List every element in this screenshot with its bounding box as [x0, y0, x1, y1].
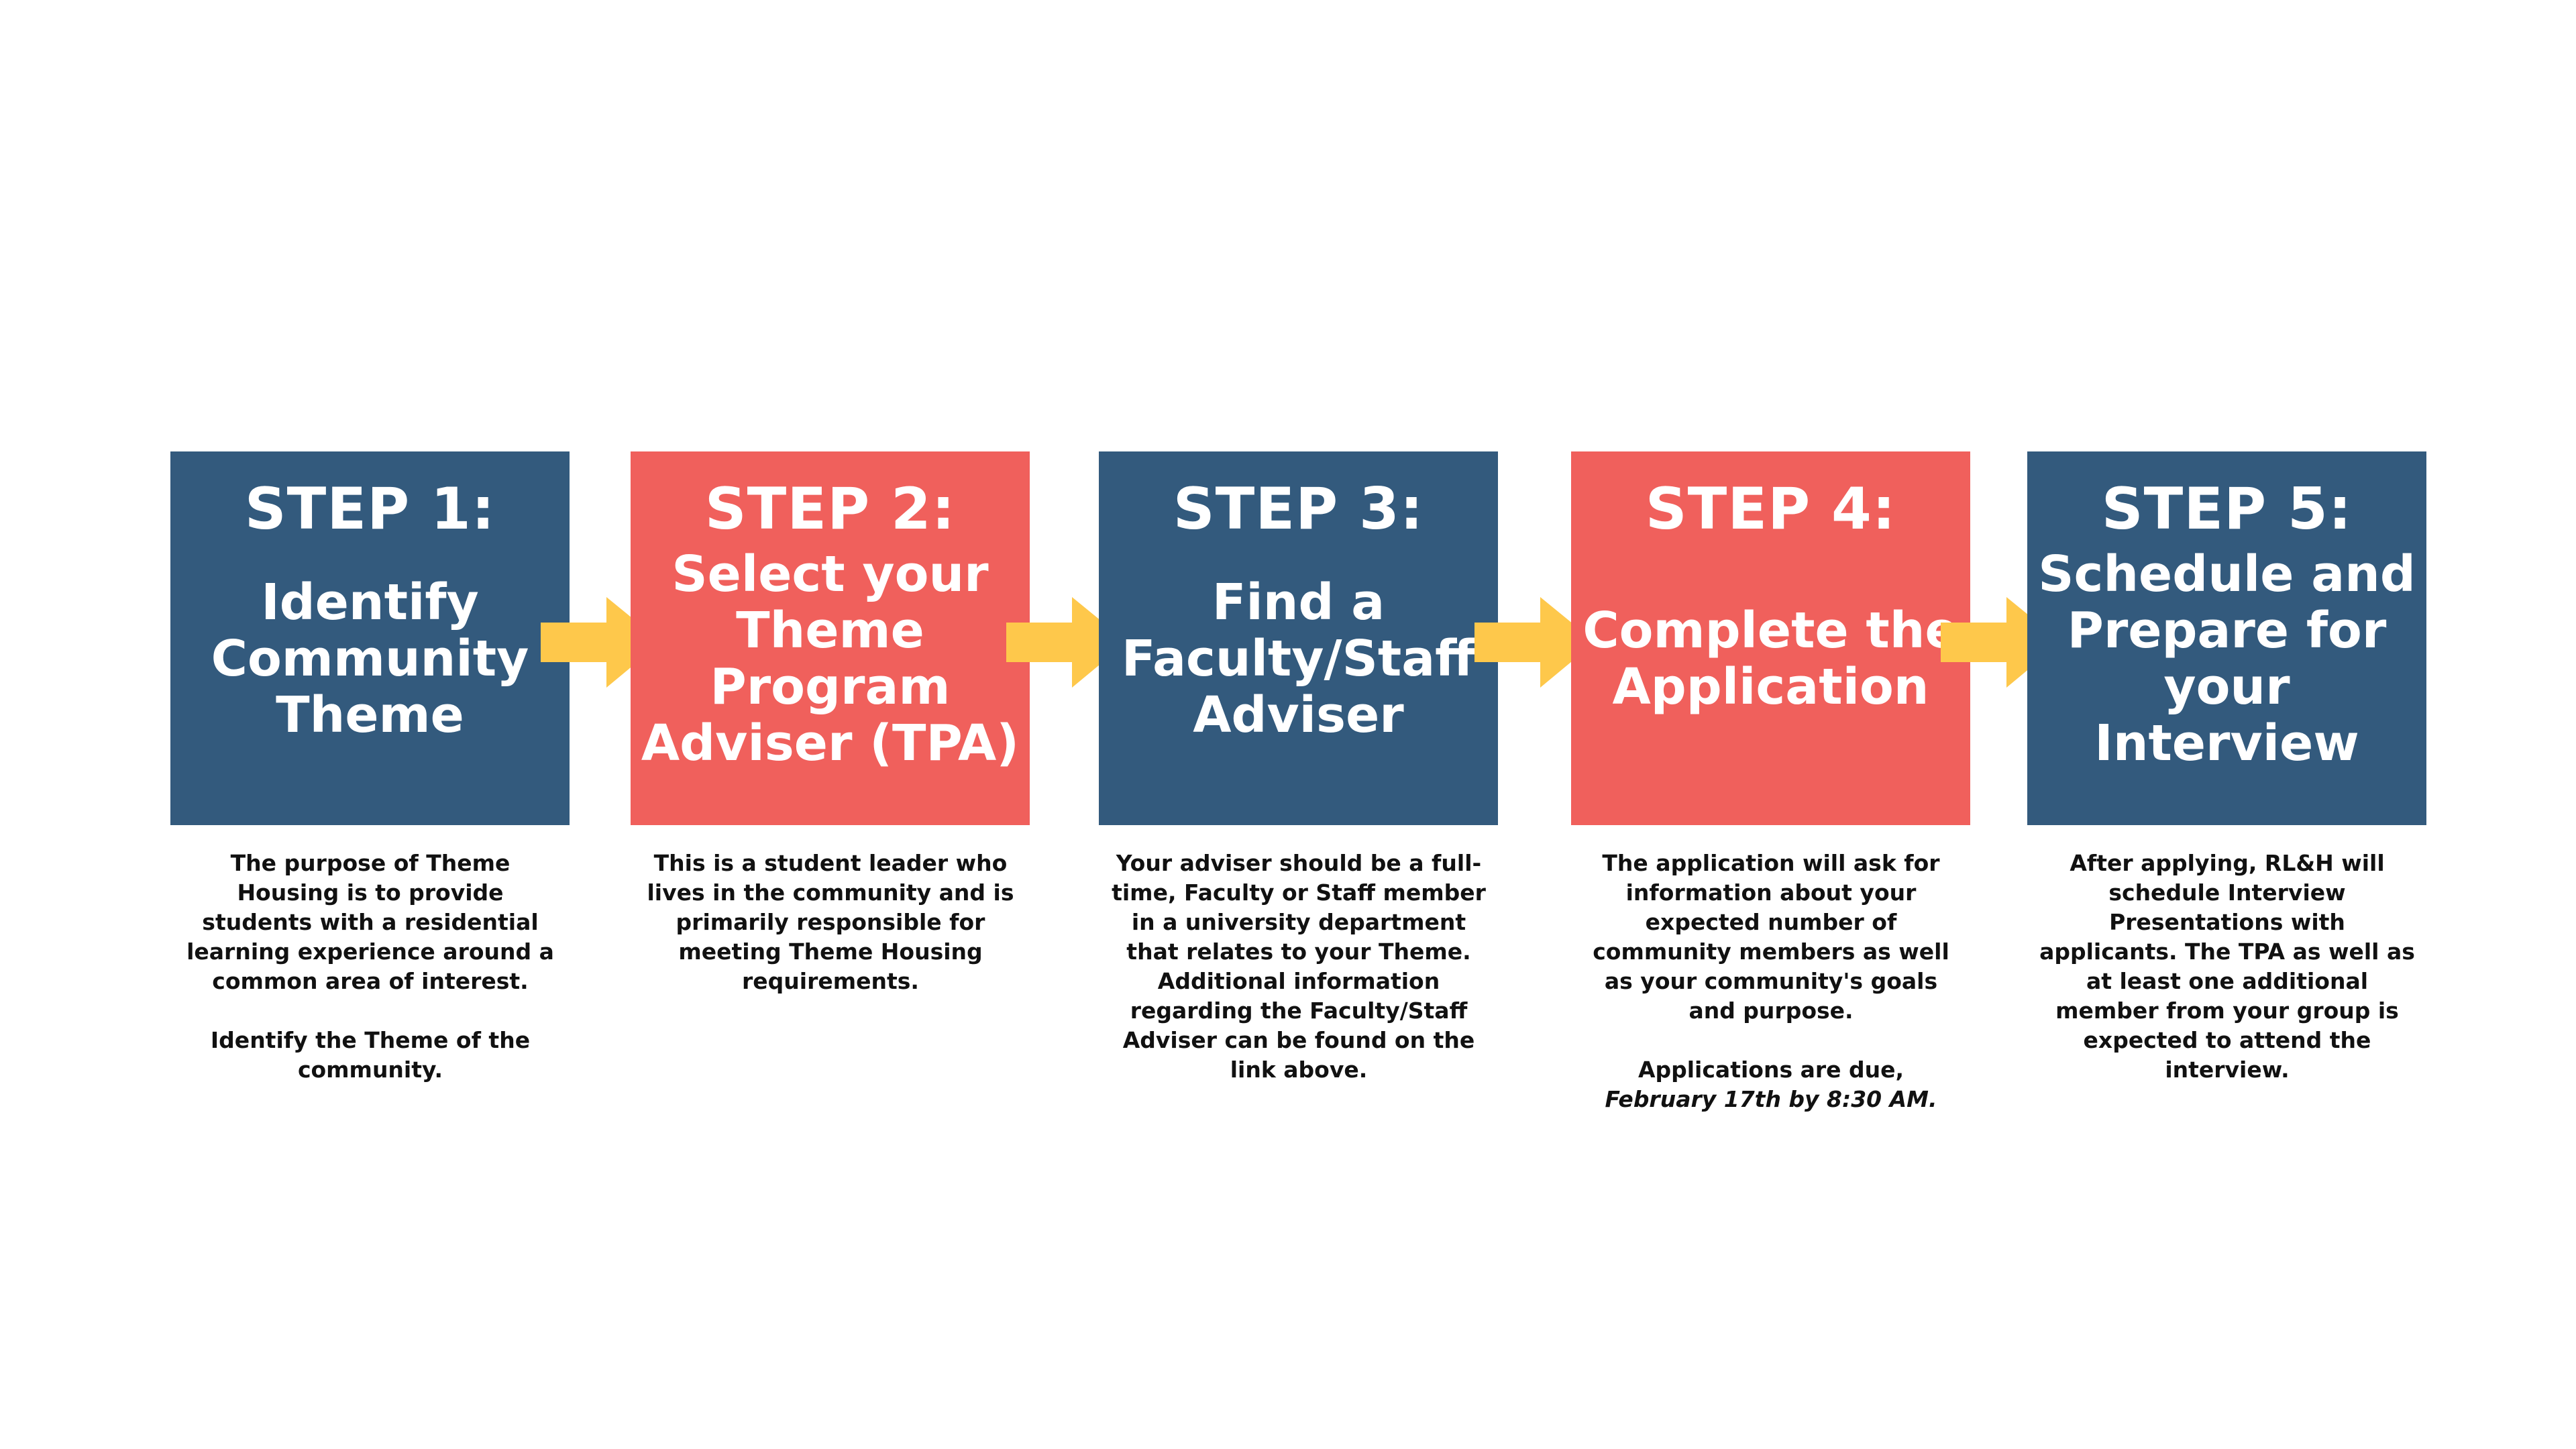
- step-4-deadline-date: February 17th by 8:30 AM.: [1605, 1086, 1937, 1112]
- step-5-label: STEP 5:: [2101, 476, 2353, 543]
- step-5-box: STEP 5: Schedule and Prepare for your In…: [2027, 451, 2426, 825]
- step-3-box: STEP 3: Find a Faculty/Staff Adviser: [1099, 451, 1498, 825]
- step-2-description-paragraph: This is a student leader who lives in th…: [647, 850, 1014, 994]
- step-2-description: This is a student leader who lives in th…: [643, 849, 1018, 996]
- step-5-description-paragraph: After applying, RL&H will schedule Inter…: [2039, 850, 2415, 1083]
- step-4-description-paragraph: The application will ask for information…: [1593, 850, 1949, 1024]
- arrow-right-icon: [1006, 597, 1127, 688]
- step-3-label: STEP 3:: [1173, 476, 1424, 543]
- step-4-deadline-block: Applications are due, February 17th by 8…: [1583, 1055, 1959, 1114]
- step-4-box: STEP 4: Complete the Application: [1571, 451, 1970, 825]
- step-4-title: Complete the Application: [1582, 601, 1959, 716]
- arrow-right-icon: [1474, 597, 1595, 688]
- step-3-title: Find a Faculty/Staff Adviser: [1121, 573, 1476, 744]
- step-1-title: Identify Community Theme: [211, 573, 529, 744]
- step-4-label: STEP 4:: [1645, 476, 1896, 543]
- step-1-label: STEP 1:: [244, 476, 496, 543]
- step-1-box: STEP 1: Identify Community Theme: [170, 451, 570, 825]
- step-1-description-paragraph: The purpose of Theme Housing is to provi…: [186, 850, 554, 994]
- step-4-due-text: Applications are due,: [1638, 1057, 1904, 1083]
- step-2-box: STEP 2: Select your Theme Program Advise…: [631, 451, 1030, 825]
- step-4-description: The application will ask for information…: [1583, 849, 1959, 1114]
- step-2-title: Select your Theme Program Adviser (TPA): [641, 545, 1020, 772]
- step-2-label: STEP 2:: [704, 476, 956, 543]
- step-1-description: The purpose of Theme Housing is to provi…: [182, 849, 558, 1085]
- step-3-description-paragraph: Your adviser should be a full-time, Facu…: [1112, 850, 1486, 1083]
- step-5-description: After applying, RL&H will schedule Inter…: [2039, 849, 2415, 1085]
- step-1-description-paragraph: Identify the Theme of the community.: [210, 1027, 531, 1083]
- step-3-description: Your adviser should be a full-time, Facu…: [1111, 849, 1487, 1085]
- step-5-title: Schedule and Prepare for your Interview: [2038, 545, 2416, 772]
